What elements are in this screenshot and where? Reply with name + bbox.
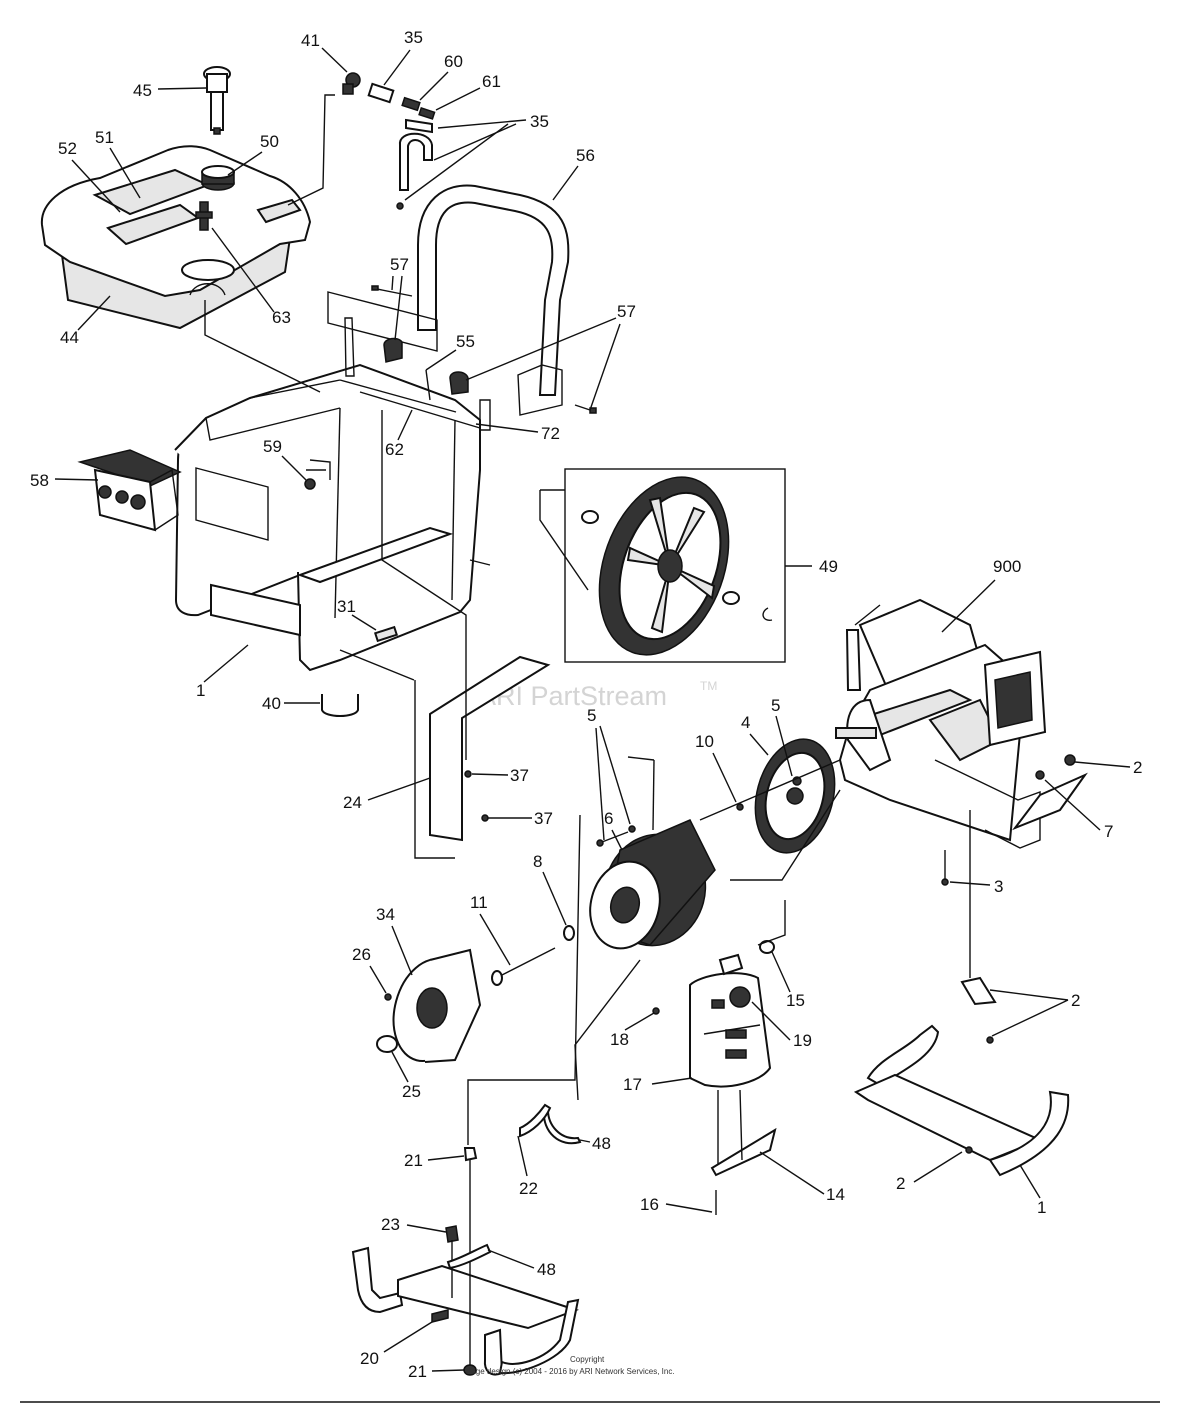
callout-31: 31 xyxy=(337,597,356,616)
through-bolt xyxy=(491,947,556,986)
handle xyxy=(417,184,570,396)
watermark-trademark: TM xyxy=(700,679,717,693)
leader-lines xyxy=(204,300,841,1145)
callout-44: 44 xyxy=(60,328,79,347)
engine-adapter xyxy=(754,738,836,854)
base-right xyxy=(853,810,1070,1177)
callout-900: 900 xyxy=(993,557,1021,576)
callout-22: 22 xyxy=(519,1179,538,1198)
fuel-line-parts xyxy=(287,72,436,210)
handle-bracket xyxy=(327,285,597,416)
panel-24 xyxy=(414,655,551,859)
callout-72: 72 xyxy=(541,424,560,443)
callout-1: 1 xyxy=(196,681,205,700)
callout-35: 35 xyxy=(404,28,423,47)
engine xyxy=(835,598,1047,849)
callout-57: 57 xyxy=(390,255,409,274)
callout-56: 56 xyxy=(576,146,595,165)
callout-24: 24 xyxy=(343,793,362,812)
copyright: Copyright xyxy=(570,1355,605,1364)
callout-5-b: 5 xyxy=(771,696,780,715)
stator xyxy=(589,819,716,950)
callout-21: 21 xyxy=(404,1151,423,1170)
wheel-inset xyxy=(564,468,812,663)
callout-37-b: 37 xyxy=(534,809,553,828)
callout-25: 25 xyxy=(402,1082,421,1101)
muffler-bracket xyxy=(710,1127,777,1177)
callout-2-c: 2 xyxy=(896,1174,905,1193)
callout-48: 48 xyxy=(592,1134,611,1153)
callout-58: 58 xyxy=(30,471,49,490)
callout-34: 34 xyxy=(376,905,395,924)
callout-11: 11 xyxy=(470,893,488,912)
callout-62: 62 xyxy=(385,440,404,459)
callout-1-b: 1 xyxy=(1037,1198,1046,1217)
callout-60: 60 xyxy=(444,52,463,71)
base-front xyxy=(351,1147,580,1376)
callout-51: 51 xyxy=(95,128,114,147)
callout-16: 16 xyxy=(640,1195,659,1214)
label-31 xyxy=(373,625,399,643)
fuel-tank xyxy=(40,145,312,330)
callout-14: 14 xyxy=(826,1185,845,1204)
callout-61: 61 xyxy=(482,72,501,91)
frame xyxy=(174,317,491,672)
callout-4: 4 xyxy=(741,713,750,732)
callout-57-b: 57 xyxy=(617,302,636,321)
washer xyxy=(563,925,575,941)
callout-6: 6 xyxy=(604,809,613,828)
fuel-cap xyxy=(201,165,235,191)
callout-35-b: 35 xyxy=(530,112,549,131)
callout-52: 52 xyxy=(58,139,77,158)
callout-18: 18 xyxy=(610,1030,629,1049)
callout-23: 23 xyxy=(381,1215,400,1234)
callout-5: 5 xyxy=(587,706,596,725)
callout-50: 50 xyxy=(260,132,279,151)
axle-line xyxy=(469,490,589,591)
callout-37: 37 xyxy=(510,766,529,785)
callout-7: 7 xyxy=(1104,822,1113,841)
bearing-cap xyxy=(376,1035,398,1053)
callout-55: 55 xyxy=(456,332,475,351)
callout-41: 41 xyxy=(301,31,320,50)
callout-2-b: 2 xyxy=(1071,991,1080,1010)
callout-15: 15 xyxy=(786,991,805,1010)
callout-45: 45 xyxy=(133,81,152,100)
fuel-gauge xyxy=(203,66,231,135)
page-design-notice: Page design (c) 2004 - 2016 by ARI Netwo… xyxy=(466,1367,675,1376)
callout-3: 3 xyxy=(994,877,1003,896)
callout-20: 20 xyxy=(360,1349,379,1368)
muffler xyxy=(689,940,775,1088)
callout-17: 17 xyxy=(623,1075,642,1094)
callout-59: 59 xyxy=(263,437,282,456)
callout-40: 40 xyxy=(262,694,281,713)
callout-19: 19 xyxy=(793,1031,812,1050)
callout-63: 63 xyxy=(272,308,291,327)
callout-21-b: 21 xyxy=(408,1362,427,1381)
callout-10: 10 xyxy=(695,732,714,751)
wire-harness xyxy=(542,1109,582,1145)
callout-26: 26 xyxy=(352,945,371,964)
hardware xyxy=(596,754,1076,886)
fuel-valve xyxy=(195,201,213,231)
muffler-line xyxy=(717,1089,743,1165)
callouts: 41 35 60 61 35 45 52 51 50 56 57 63 44 5… xyxy=(30,28,1142,1381)
vibration-mount xyxy=(1012,772,1088,831)
control-panel xyxy=(77,449,182,532)
rubber-foot xyxy=(321,694,359,717)
ground-wire xyxy=(519,1103,552,1138)
callout-48-b: 48 xyxy=(537,1260,556,1279)
rear-bearing-carrier xyxy=(384,948,482,1063)
callout-2: 2 xyxy=(1133,758,1142,777)
callout-8: 8 xyxy=(533,852,542,871)
callout-49: 49 xyxy=(819,557,838,576)
